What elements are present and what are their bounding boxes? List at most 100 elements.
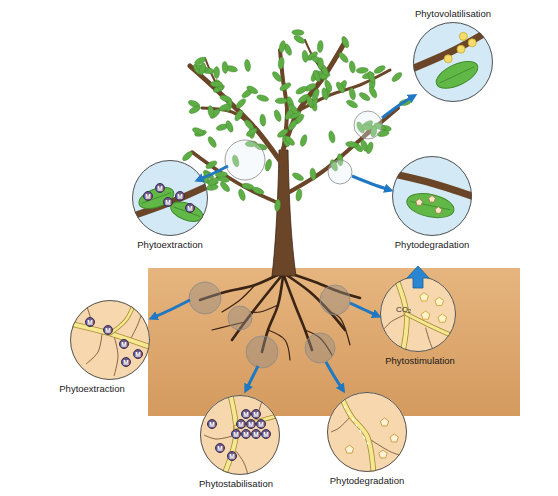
leaf [287, 103, 299, 116]
closeup-background [327, 392, 407, 472]
metal-particle: M [215, 443, 225, 453]
leaf [256, 94, 269, 103]
leaf [244, 59, 251, 72]
circle-border [328, 393, 407, 472]
metal-particle: M [121, 357, 131, 367]
process-label: Phytoextraction [59, 383, 124, 394]
leaf [311, 88, 320, 101]
leaf [235, 97, 247, 109]
leaf [299, 134, 308, 147]
zoom-spot [305, 333, 335, 363]
release-arrow [407, 266, 429, 288]
process-label: Phytostabilisation [199, 478, 273, 489]
leaf [188, 104, 201, 114]
root-hair [331, 416, 351, 432]
leaf [264, 159, 272, 172]
metal-particle: M [133, 349, 143, 359]
root-outline [110, 304, 134, 334]
metal-particle: M [261, 429, 271, 439]
leaf [358, 91, 371, 102]
process-label: Phytoextraction [137, 239, 202, 250]
root-outline [339, 392, 373, 472]
soil-band [148, 268, 520, 416]
leaf [259, 114, 266, 126]
leaf [318, 58, 324, 70]
volatile-droplet [459, 32, 467, 40]
leaf [205, 159, 218, 170]
circle-border [414, 23, 493, 102]
zoom-circle: Phytodegradation [327, 392, 407, 472]
metal-particle: M [256, 419, 266, 429]
leaf [295, 189, 302, 202]
tree-trunk [272, 150, 296, 276]
leaf [356, 67, 368, 73]
leaf [335, 81, 346, 94]
leaf [210, 81, 222, 87]
closeup-art [392, 156, 472, 236]
circle-border [201, 396, 280, 475]
leaf [291, 171, 304, 181]
zoom-circle: Phytodegradation [392, 156, 472, 236]
metal-particle: M [85, 317, 95, 327]
leaf [222, 61, 228, 73]
leaf [283, 135, 296, 147]
leaf [391, 71, 404, 83]
branch [284, 108, 398, 195]
zoom-spot [189, 282, 221, 314]
process-label: Phytodegradation [395, 239, 469, 250]
leaf [214, 67, 220, 79]
closeup-background [200, 395, 280, 475]
leaf [345, 99, 358, 110]
metal-particle: M [175, 191, 185, 201]
leaf [349, 61, 356, 74]
metal-particle: M [155, 183, 165, 193]
metal-particle: M [103, 325, 113, 335]
leaf [337, 51, 349, 64]
closeup-art [380, 276, 456, 352]
leaf [278, 57, 285, 70]
process-label: Phytodegradation [330, 475, 404, 486]
molecule-pentagon [416, 199, 423, 206]
root-hair [426, 328, 434, 351]
root-outline [407, 314, 455, 337]
zoom-spot [320, 285, 350, 315]
leaf [181, 150, 194, 162]
leaf [246, 84, 259, 95]
root-hair [114, 336, 118, 376]
process-label: Phytostimulation [385, 355, 455, 366]
leaf [207, 135, 218, 148]
closeup-background [392, 156, 472, 236]
leaf [293, 34, 306, 45]
leaf [279, 81, 292, 92]
zoom-spot [328, 160, 352, 184]
branch [283, 42, 345, 150]
circle-outline [327, 392, 407, 472]
zoom-arrow [352, 176, 390, 190]
gas-label: CO₂ [396, 305, 411, 314]
circle-outline [413, 22, 493, 102]
metal-particle: M [143, 191, 153, 201]
root-hair [384, 314, 407, 329]
leaf [305, 95, 315, 108]
closeup-art [200, 395, 280, 475]
circle-outline [70, 300, 150, 380]
leaf-closeup [432, 56, 481, 94]
circle-border [393, 157, 472, 236]
circle-border [71, 301, 150, 380]
leaf [237, 188, 246, 201]
zoom-spot [228, 306, 252, 330]
leaf [312, 69, 322, 82]
molecule-pentagon [435, 297, 444, 305]
tree-leaves [181, 29, 411, 211]
leaf [373, 64, 386, 75]
molecule-pentagon [438, 314, 447, 322]
metal-particle: M [227, 451, 237, 461]
process-label: Phytovolatilisation [415, 8, 491, 19]
closeup-background [380, 276, 456, 352]
metal-particle: M [163, 197, 173, 207]
metal-particle: M [231, 429, 241, 439]
tree-branches [190, 40, 398, 205]
leaf [328, 130, 336, 143]
zoom-circle: Phytoextraction [70, 300, 150, 380]
